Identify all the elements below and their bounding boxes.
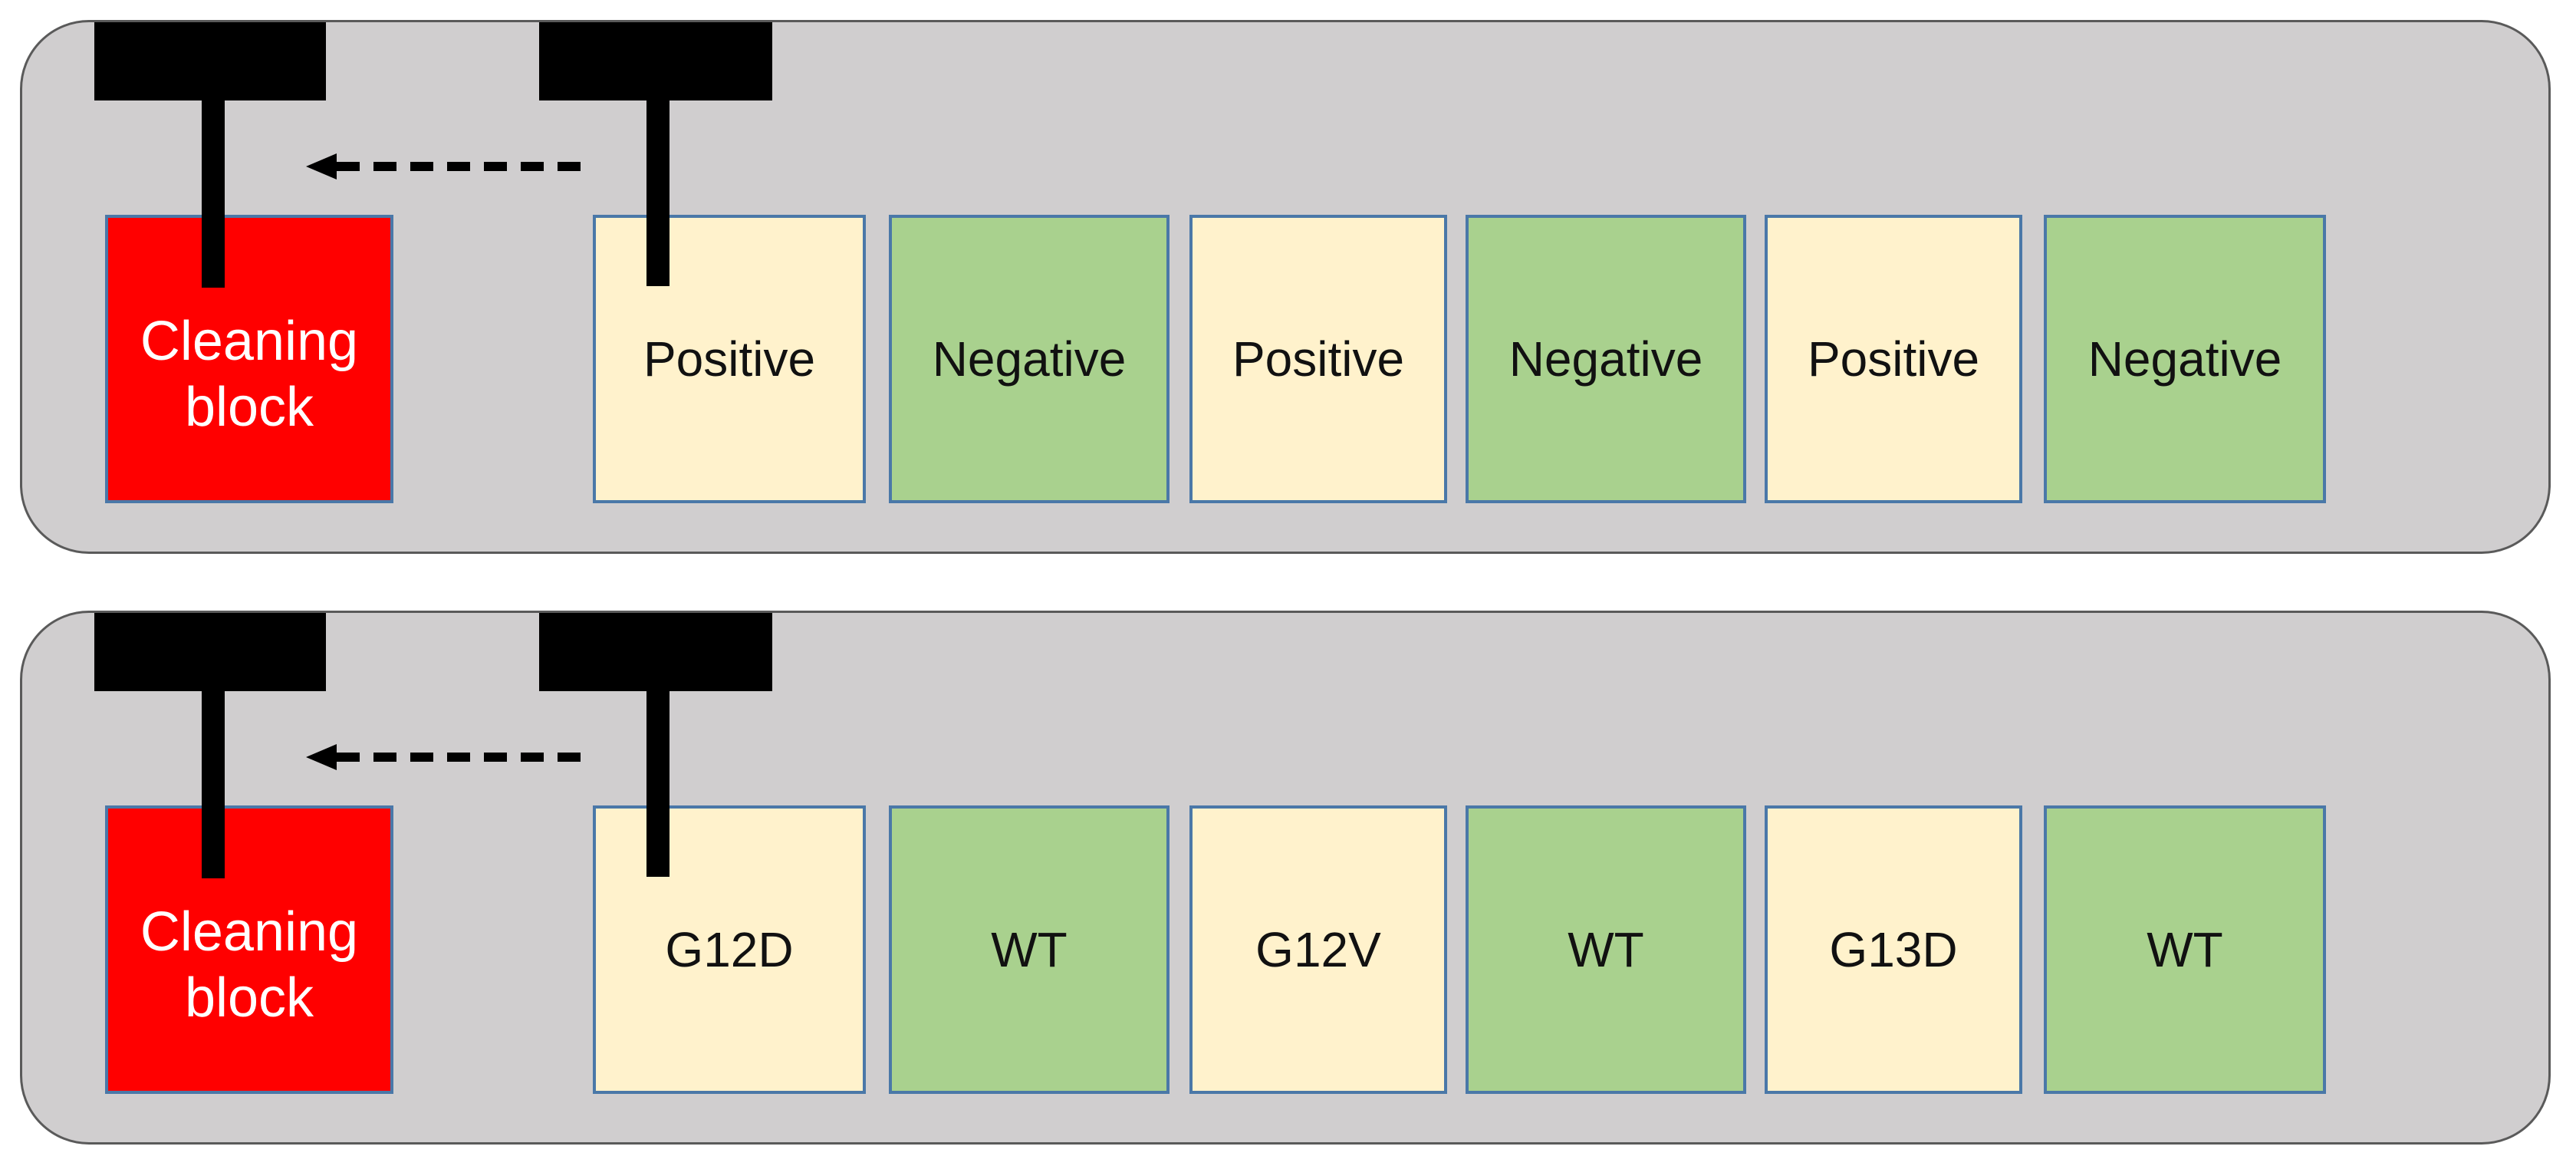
cleaning-block: Cleaning block [105, 215, 393, 503]
sample-box: G13D [1765, 805, 2022, 1094]
sample-label: G12V [1255, 922, 1381, 977]
probe-stem-right [646, 99, 669, 286]
panel-bottom: Cleaning block G12D WT G12V WT G13D WT [20, 611, 2551, 1145]
sample-box: WT [889, 805, 1170, 1094]
probe-stem-left [202, 99, 225, 288]
probe-head-right [539, 22, 772, 100]
sample-box: WT [1466, 805, 1746, 1094]
cleaning-block-line2: block [184, 377, 314, 438]
sample-box: Negative [1466, 215, 1746, 503]
sample-label: Positive [1807, 331, 1980, 387]
sample-label: Negative [932, 331, 1127, 387]
probe-stem-right [646, 690, 669, 877]
sample-box: Positive [593, 215, 866, 503]
sample-box: G12V [1189, 805, 1447, 1094]
sample-label: G12D [665, 922, 794, 977]
sample-box: Positive [1189, 215, 1447, 503]
sample-label: WT [991, 922, 1068, 977]
sample-box: Negative [2044, 215, 2326, 503]
sample-box: Negative [889, 215, 1170, 503]
cleaning-block-line1: Cleaning [140, 901, 359, 963]
dashed-arrow-left [306, 153, 581, 180]
sample-label: Positive [1232, 331, 1405, 387]
probe-head-right [539, 613, 772, 691]
dashed-arrow-left [306, 744, 581, 770]
sample-box: WT [2044, 805, 2326, 1094]
cleaning-block: Cleaning block [105, 805, 393, 1094]
probe-head-left [94, 613, 326, 691]
probe-head-left [94, 22, 326, 100]
sample-box: G12D [593, 805, 866, 1094]
sample-label: Negative [2087, 331, 2282, 387]
cleaning-block-line1: Cleaning [140, 310, 359, 372]
sample-label: G13D [1829, 922, 1958, 977]
cleaning-block-line2: block [184, 967, 314, 1029]
sample-label: Negative [1508, 331, 1703, 387]
sample-box: Positive [1765, 215, 2022, 503]
probe-stem-left [202, 690, 225, 878]
sample-label: WT [2147, 922, 2223, 977]
sample-label: Positive [643, 331, 816, 387]
panel-top: Cleaning block Positive Negative Positiv… [20, 20, 2551, 554]
sample-label: WT [1568, 922, 1644, 977]
